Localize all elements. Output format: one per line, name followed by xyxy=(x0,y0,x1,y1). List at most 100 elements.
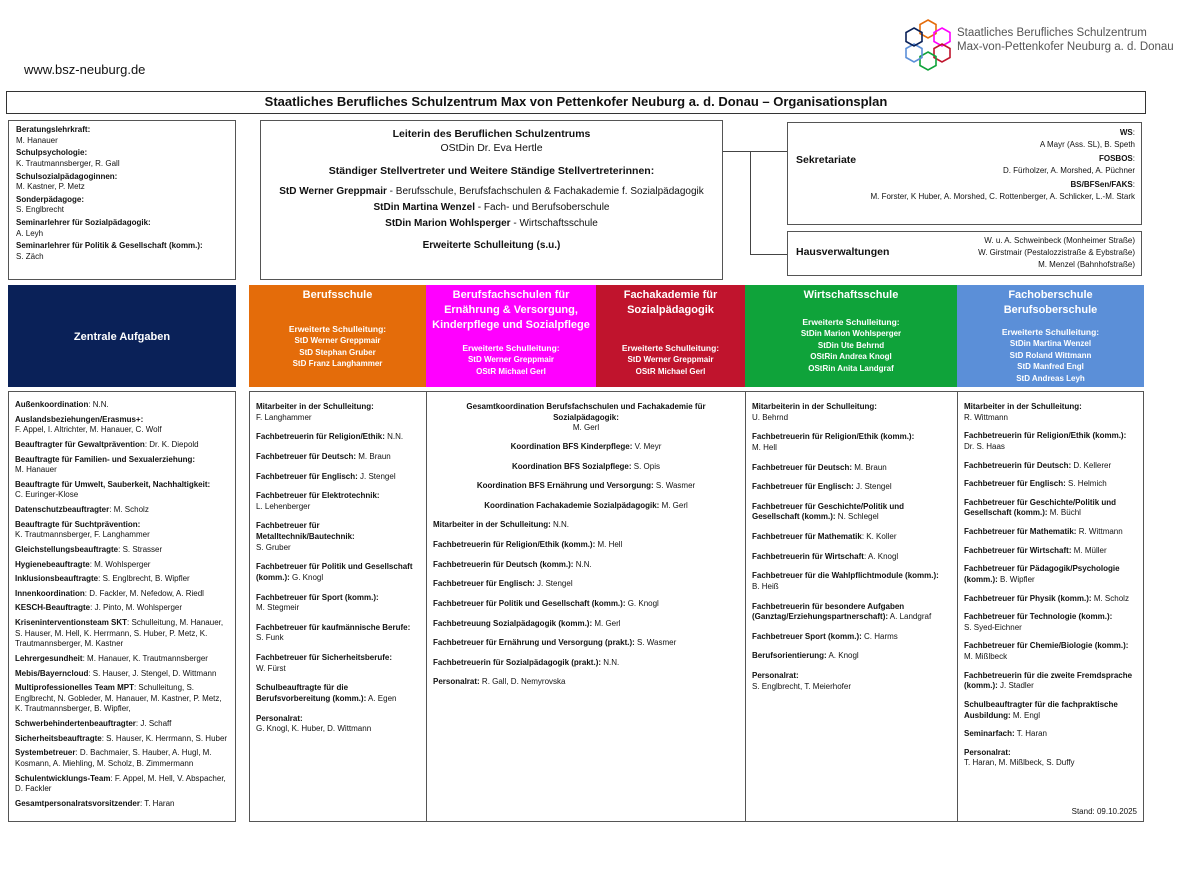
list-item: Fachbetreuerin für Sozialpädagogik (prak… xyxy=(433,657,620,667)
deputy-0: StD Werner Greppmair - Berufsschule, Ber… xyxy=(279,186,704,197)
list-item: Fachbetreuer für Englisch: J. Stengel xyxy=(433,579,573,589)
list-item: Datenschutzbeauftragter: M. Scholz xyxy=(15,505,149,514)
list-item: Fachbetreuer für Wirtschaft: M. Müller xyxy=(964,545,1107,555)
list-item: Sonderpädagoge:S. Englbrecht xyxy=(16,194,85,215)
list-item: Außenkoordination: N.N. xyxy=(15,400,109,409)
school-logo: Staatliches Berufliches Schulzentrum Max… xyxy=(903,16,1174,72)
list-item: Fachbetreuer für Politik und Gesellschaf… xyxy=(256,562,413,582)
facility-management-label: Hausverwaltungen xyxy=(796,246,890,258)
page-title: Staatliches Berufliches Schulzentrum Max… xyxy=(6,91,1146,114)
dept-header-fos-bos: Fachoberschule Berufsoberschule Erweiter… xyxy=(957,285,1144,387)
leadership-member: StDin Martina Wenzel xyxy=(1009,339,1092,348)
central-tasks-list: Außenkoordination: N.N. Auslandsbeziehung… xyxy=(8,391,236,822)
list-item: Seminarfach: T. Haran xyxy=(964,729,1047,739)
list-item: Fachbetreuer für Englisch: J. Stengel xyxy=(256,471,396,481)
list-item: Kriseninterventionsteam SKT: Schulleitun… xyxy=(15,618,224,649)
list-item: Personalrat:G. Knogl, K. Huber, D. Wittm… xyxy=(256,713,372,734)
deputy-1: StDin Martina Wenzel - Fach- und Berufso… xyxy=(373,202,610,213)
connector-line xyxy=(750,151,787,152)
list-item: Fachbetreuerin für besondere Aufgaben (G… xyxy=(752,601,932,622)
list-item: Koordination Fachakademie Sozialpädagogi… xyxy=(484,500,688,510)
list-item: Fachbetreuerin für Religion/Ethik (komm.… xyxy=(752,432,915,452)
list-item: Schulbeauftragte für die Berufsvorbereit… xyxy=(256,683,397,703)
list-item: Fachbetreuerin für Religion/Ethik (komm.… xyxy=(964,431,1127,451)
list-item: Sicherheitsbeauftragte: S. Hauser, K. He… xyxy=(15,733,228,743)
date-stamp: Stand: 09.10.2025 xyxy=(1071,807,1137,817)
list-item: Schulpsychologie:K. Trautmannsberger, R.… xyxy=(16,148,120,168)
website-link[interactable]: www.bsz-neuburg.de xyxy=(24,62,146,77)
deputy-2: StDin Marion Wohlsperger - Wirtschaftssc… xyxy=(385,218,598,229)
list-item: Fachbetreuer für Englisch: J. Stengel xyxy=(752,482,892,492)
leadership-member: OStRin Andrea Knogl xyxy=(810,352,892,361)
list-item: Fachbetreuer für die Wahlpflichtmodule (… xyxy=(752,571,939,591)
facility-management-box: Hausverwaltungen W. u. A. Schweinbeck (M… xyxy=(787,231,1142,276)
list-item: Innenkoordination: D. Fackler, M. Nefedo… xyxy=(15,588,204,598)
connector-line xyxy=(750,151,751,255)
leadership-member: StD Manfred Engl xyxy=(1017,362,1084,371)
list-item: Systembetreuer: D. Bachmaier, S. Hauber,… xyxy=(15,748,212,768)
list-item: Beauftragte für Umwelt, Sauberkeit, Nach… xyxy=(15,479,211,500)
list-item: Fachbetreuerin für Religion/Ethik: N.N. xyxy=(256,432,404,442)
leader-name: OStDin Dr. Eva Hertle xyxy=(440,142,543,154)
wirtschaftsschule-column: Mitarbeiterin in der Schulleitung:U. Beh… xyxy=(746,392,958,821)
list-item: Fachbetreuung Sozialpädagogik (komm.): M… xyxy=(433,618,621,628)
list-item: Fachbetreuerin für Religion/Ethik (komm.… xyxy=(433,540,623,549)
list-item: Fachbetreuer für Metalltechnik/Bautechni… xyxy=(256,521,355,552)
list-item: Fachbetreuerin für Wirtschaft: A. Knogl xyxy=(752,551,899,561)
list-item: Koordination BFS Kinderpflege: V. Meyr xyxy=(510,441,662,451)
connector-line xyxy=(750,254,787,255)
list-item: Beauftragter für Gewaltprävention: Dr. K… xyxy=(15,439,199,449)
list-item: Gesamtpersonalratsvorsitzender: T. Haran xyxy=(15,798,175,808)
berufsfachschulen-column: Gesamtkoordination Berufsfachschulen und… xyxy=(427,392,746,821)
leadership-member: StD Werner Greppmair xyxy=(627,355,714,364)
list-item: Seminarlehrer für Politik & Gesellschaft… xyxy=(16,241,203,261)
list-item: Fachbetreuer für Mathematik: R. Wittmann xyxy=(964,527,1123,536)
list-item: Fachbetreuerin für Deutsch: D. Kellerer xyxy=(964,460,1112,470)
list-item: Fachbetreuer für Englisch: S. Helmich xyxy=(964,479,1107,489)
leadership-member: StD Andreas Leyh xyxy=(1016,373,1085,383)
list-item: Fachbetreuer für Geschichte/Politik und … xyxy=(964,497,1117,518)
list-item: Gleichstellungsbeauftragte: S. Strasser xyxy=(15,544,163,554)
leadership-member: OStR Michael Gerl xyxy=(476,366,546,376)
list-item: Fachbetreuer für Chemie/Biologie (komm.)… xyxy=(964,641,1129,661)
leadership-member: OStRin Anita Landgraf xyxy=(808,363,894,373)
list-item: Fachbetreuerin für Deutsch (komm.): N.N. xyxy=(433,559,592,569)
list-item: Beratungslehrkraft:M. Hanauer xyxy=(16,125,91,145)
logo-line-2: Max-von-Pettenkofer Neuburg a. d. Donau xyxy=(957,41,1174,53)
list-item: Schulbeauftragter für die fachpraktische… xyxy=(964,699,1118,720)
dept-header-wirtschaftsschule: Wirtschaftsschule Erweiterte Schulleitun… xyxy=(745,285,957,387)
list-item: Inklusionsbeauftragte: S. Englbrecht, B.… xyxy=(15,574,190,584)
extended-leadership-note: Erweiterte Schulleitung (s.u.) xyxy=(422,240,561,251)
dept-header-berufsschule: Berufsschule Erweiterte Schulleitung: St… xyxy=(249,285,426,387)
list-item: Beauftragte für Suchtprävention:K. Traut… xyxy=(15,519,150,540)
leadership-member: StD Stephan Gruber xyxy=(299,347,376,357)
connector-line xyxy=(723,151,750,152)
list-item: Fachbetreuer für Pädagogik/Psychologie (… xyxy=(964,564,1120,584)
leadership-member: OStR Michael Gerl xyxy=(635,366,706,376)
leadership-member: StDin Ute Behrnd xyxy=(817,340,885,350)
list-item: Schulentwicklungs-Team: F. Appel, M. Hel… xyxy=(15,773,226,794)
leadership-member: StD Werner Greppmair xyxy=(294,336,381,345)
secretariat-label: Sekretariate xyxy=(796,154,857,166)
list-item: Fachbetreuerin für die zweite Fremdsprac… xyxy=(964,670,1133,691)
list-item: Fachbetreuer für Deutsch: M. Braun xyxy=(752,462,887,472)
list-item: Fachbetreuer für Technologie (komm.):S. … xyxy=(964,612,1113,632)
list-item: Fachbetreuer für Elektrotechnik:L. Lehen… xyxy=(256,491,380,511)
hexagon-logo-icon xyxy=(905,19,951,71)
list-item: Personalrat: R. Gall, D. Nemyrovska xyxy=(433,677,566,687)
dept-header-berufsfachschulen: Berufsfachschulen für Ernährung & Versor… xyxy=(426,285,596,387)
list-item: Auslandsbeziehungen/Erasmus+:F. Appel, I… xyxy=(15,414,162,435)
list-item: Mitarbeiter in der Schulleitung:R. Wittm… xyxy=(964,402,1082,422)
list-item: Hygienebeauftragte: M. Wohlsperger xyxy=(15,559,151,569)
list-item: Mebis/Bayerncloud: S. Hauser, J. Stengel… xyxy=(15,668,217,678)
list-item: KESCH-Beauftragte: J. Pinto, M. Wohlsper… xyxy=(15,603,183,613)
list-item: Fachbetreuer Sport (komm.): C. Harms xyxy=(752,631,898,641)
list-item: Fachbetreuer für Ernährung und Versorgun… xyxy=(433,638,677,648)
list-item: Koordination BFS Sozialpflege: S. Opis xyxy=(511,461,660,471)
berufsschule-column: Mitarbeiter in der Schulleitung:F. Langh… xyxy=(250,392,427,821)
secretariat-box: Sekretariate WS: A Mayr (Ass. SL), B. Sp… xyxy=(787,122,1142,225)
leadership-member: StDin Marion Wohlsperger xyxy=(800,329,902,338)
list-item: Mitarbeiterin in der Schulleitung:U. Beh… xyxy=(752,402,877,422)
list-item: Fachbetreuer für Physik (komm.): M. Scho… xyxy=(964,593,1129,603)
